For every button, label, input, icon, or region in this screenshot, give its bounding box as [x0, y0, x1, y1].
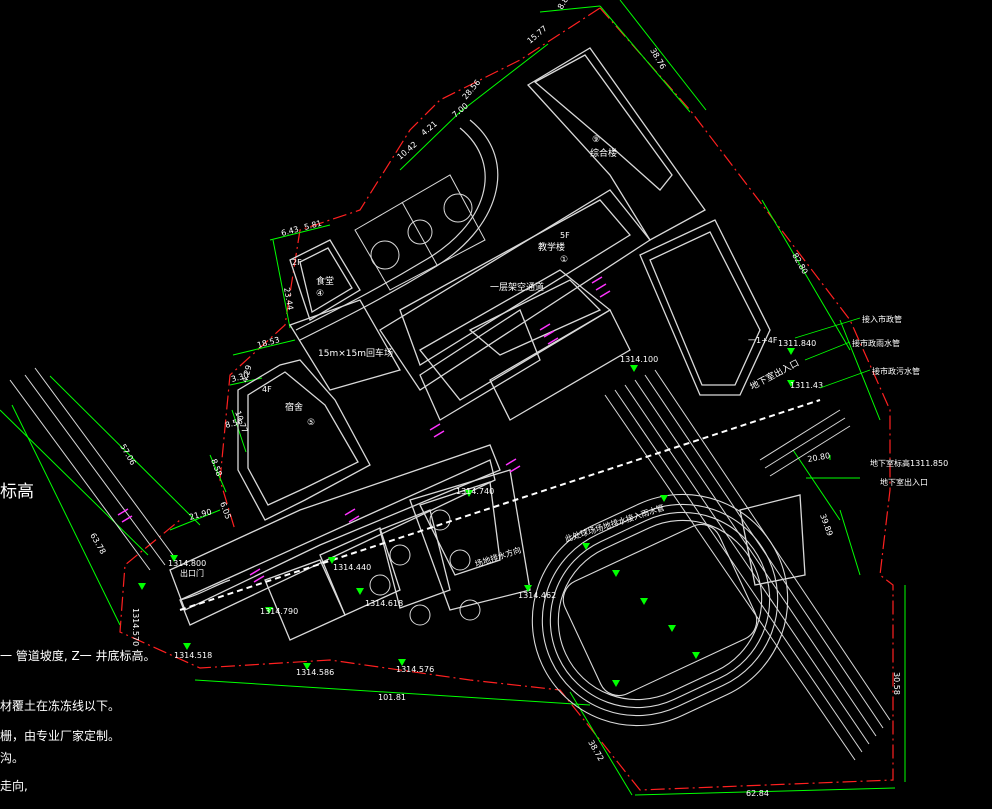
dim-82-80: 82.80	[790, 252, 809, 276]
curved-road	[179, 119, 499, 601]
dim-20-80: 20.80	[807, 451, 831, 464]
elev-1314-740: 1314.740	[456, 487, 494, 496]
dim-3-30: 3.30	[230, 371, 250, 384]
teaching-number: ①	[560, 255, 568, 265]
pipe-label-3: 接市政污水管	[872, 366, 920, 376]
elevation-texts: 1314.100 1311.840 1311.43 1314.740 1314.…	[131, 339, 948, 677]
elev-1314-518: 1314.518	[174, 651, 212, 660]
pipe-label-1: 接入市政管	[862, 314, 902, 324]
dim-23-44: 23.44	[282, 287, 295, 311]
floors-5f: 5F	[560, 231, 570, 240]
elev-1314-462: 1314.462	[518, 591, 556, 600]
side-notes: 标高 一 管道坡度, Z一 井底标高。 材覆土在冻冻线以下。 栅，由专业厂家定制…	[0, 482, 155, 793]
east-floors: 一1+4F	[748, 336, 778, 345]
note-line-5: 走向,	[0, 778, 28, 793]
canteen-number: ④	[316, 289, 324, 299]
elevation-markers	[138, 348, 795, 687]
dim-38-72: 38.72	[586, 739, 605, 763]
elev-1314-440: 1314.440	[333, 563, 371, 572]
dim-8-56: 8.56	[224, 417, 244, 430]
site-boundary	[119, 7, 894, 791]
comprehensive-number: ⑨	[592, 135, 600, 145]
elev-1314-100: 1314.100	[620, 355, 658, 364]
dim-6-43: 6.43	[280, 225, 300, 238]
drainage-arrows	[117, 276, 611, 583]
comprehensive-name: 综合楼	[590, 147, 617, 159]
basketball-courts	[354, 174, 486, 626]
note-line-2: 材覆土在冻冻线以下。	[0, 698, 120, 713]
centerline	[179, 399, 821, 611]
elev-1314-618: 1314.618	[365, 599, 403, 608]
dim-6-05: 6.05	[218, 501, 233, 521]
dorm-name: 宿舍	[285, 401, 303, 413]
underground-label: 地下室出入口	[880, 477, 928, 487]
underground-elev: 地下室标高1311.850	[870, 458, 948, 468]
elev-1314-800: 1314.800	[168, 559, 206, 568]
note-line-4: 沟。	[0, 751, 24, 765]
elev-1314-790: 1314.790	[260, 607, 298, 616]
dimension-lines	[0, 0, 906, 796]
bus-lot-label: 15m×15m回车场	[318, 347, 393, 359]
dim-30-58: 30.58	[892, 672, 901, 695]
corridor-label: 一层架空通道	[490, 281, 544, 293]
dim-15-77: 15.77	[526, 24, 549, 46]
elev-1311-43: 1311.43	[790, 381, 823, 390]
teaching-name: 教学楼	[538, 241, 565, 253]
building-labels: ⑨ 综合楼 教学楼 ① 5F 一层架空通道 2F 食堂 ④ 4F 宿舍 ⑤ 15…	[180, 135, 801, 578]
buildings	[169, 47, 806, 641]
dimension-texts: 8.80 15.77 38.76 28.56 7.00 4.21 10.42 6…	[88, 0, 901, 798]
dim-18-53: 18.53	[256, 335, 280, 350]
runway-lanes	[604, 369, 891, 761]
pipe-label-2: 接市政雨水管	[852, 338, 900, 348]
gate-label: 出口门	[180, 568, 204, 578]
dim-38-76: 38.76	[648, 47, 667, 71]
dim-4-29: 4.29	[240, 364, 253, 384]
dim-7-00: 7.00	[451, 101, 470, 119]
dorm-number: ⑤	[307, 418, 315, 428]
dim-5-81: 5.81	[303, 219, 323, 232]
dim-57-06: 57.06	[118, 443, 137, 467]
east-stairs	[759, 409, 851, 477]
dim-8-80: 8.80	[556, 0, 573, 11]
dim-62-84: 62.84	[746, 789, 769, 798]
dorm-floors: 4F	[262, 385, 272, 394]
left-parking-strip	[9, 367, 176, 571]
notes-header: 标高	[0, 482, 34, 502]
dim-21-90: 21.90	[188, 507, 212, 522]
canteen-name: 食堂	[316, 275, 334, 287]
pipe-labels: 接入市政管 接市政雨水管 接市政污水管	[794, 314, 920, 389]
note-line-3: 栅，由专业厂家定制。	[0, 728, 120, 743]
dim-8-58: 8.58	[209, 458, 224, 478]
field-drain-note: 此处球场场地排水接入雨水管	[564, 502, 666, 544]
elev-1314-570: 1314.570	[131, 608, 140, 646]
elev-1314-586: 1314.586	[296, 668, 334, 677]
dim-101-81: 101.81	[378, 693, 406, 702]
elev-1314-576: 1314.576	[396, 665, 434, 674]
dim-10-42: 10.42	[396, 140, 419, 162]
note-line-1: 一 管道坡度, Z一 井底标高。	[0, 648, 155, 663]
dim-39-89: 39.89	[818, 513, 834, 538]
dim-63-78: 63.78	[88, 532, 107, 556]
canteen-floors: 2F	[292, 258, 302, 267]
elev-1311-840: 1311.840	[778, 339, 816, 348]
